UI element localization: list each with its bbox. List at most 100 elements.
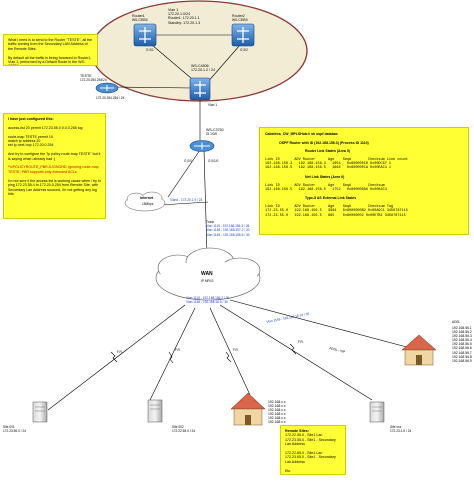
site002-label: Site 002 172.22.55.0 / 24: [172, 425, 195, 433]
branch-ip-list: 192.168.x.x 192.168.x.x 192.168.x.x 192.…: [268, 400, 286, 425]
note-config-line: match ip address 20: [8, 139, 41, 144]
trunk-vlan-1148: Vlan 1148 - 192.168.197.2 / 30: [206, 228, 250, 233]
adsl-house-icon: [401, 334, 437, 366]
core-model: WS-C4506: [191, 64, 209, 68]
link-wan-site002: [149, 307, 196, 401]
hub-port-0: G 0/0: [184, 159, 192, 163]
cli-net-row: 192.168.156.5 192.168.156.5 1752 0x80000…: [265, 187, 387, 192]
note-config-line: access-list 20 permit 172.23.55.0 0.0.0.…: [8, 125, 83, 130]
internet-speed: 15Mbps: [142, 202, 154, 206]
hsrp-label: Vlan 1 172.20.1.0/24 Router1: 172.20.1.1…: [168, 8, 200, 25]
router2-switch-icon: [231, 23, 255, 47]
note-config-line: route-map TESTE permit 10: [8, 134, 53, 139]
wan-cloud-icon: [155, 247, 261, 301]
router2-name: Router2: [232, 14, 245, 18]
trunk-title: Trunk: [206, 220, 215, 224]
adsl-ip: 192.168.56.8: [452, 354, 472, 359]
hub-model: WS-C3750: [206, 128, 224, 132]
site001-server-icon: [32, 401, 48, 423]
site002-net: 172.22.55.0 / 24: [172, 429, 196, 434]
hsrp-standby-ip: Standby: 172.20.1.3: [168, 20, 201, 25]
note-top-left-line: By default all the traffic is being forw…: [8, 55, 92, 65]
branch-ip: 192.168.x.x: [268, 404, 286, 409]
site001-name: Site 001: [3, 425, 15, 429]
site001-net: 172.23.55.0 / 24: [3, 429, 27, 434]
sitexxx-label: Site xxx 172.23.1.5 / 24: [390, 425, 411, 433]
cli-ext-row: 172.23.55.0 192.168.156.5 3964 0x8000000…: [265, 209, 408, 214]
note-config-line: i'm not sure if the access-list is worki…: [8, 178, 101, 196]
note-top-left: What i need is to send to the Router "TE…: [3, 34, 98, 66]
trunk-vlan-1115: Vlan 1115 - 192.168.156.3 / 28: [206, 224, 250, 229]
note-config: I have just configured this: access-list…: [3, 113, 106, 219]
fr-zigzag-3: [225, 351, 232, 363]
site002-name: Site 002: [172, 425, 184, 429]
adsl-ip-list: 192.168.56.1 192.168.56.2 192.168.56.3 1…: [452, 326, 472, 363]
note-remote-sites: Remote Sites: 172.22.55.0 - Site1 Lan 17…: [280, 425, 346, 475]
note-remote-line: Etc.: [285, 468, 292, 473]
note-top-left-line: What i need is to send to the Router "TE…: [8, 38, 93, 51]
hsrp-vlan: Vlan 1: [168, 8, 179, 12]
trunk-label: Trunk Vlan 1115 - 192.168.156.3 / 28 Vla…: [206, 220, 250, 237]
cli-ext-title: Type-5 AS External Link States: [305, 196, 357, 201]
teste-ip: 172.20.254.254/24: [80, 78, 107, 83]
link-teste-core: [114, 86, 193, 89]
note-config-line: set ip next-hop 172.20.0.254: [8, 143, 54, 148]
cli-router-cols: Link ID ADV Router Age Seq# Checksum Lin…: [265, 157, 408, 162]
fr-zigzag-2: [168, 351, 174, 364]
link-wan-adsl: [229, 299, 419, 351]
wan-vlan-1115: Vlan 1115 - 192.168.156.2 / 30: [186, 296, 230, 300]
adsl-ip: 192.168.56.7: [452, 350, 472, 355]
fr-zigzag-4: [289, 343, 297, 355]
cli-router-row: 192.168.156.3 192.168.156.3 1654 0x80000…: [265, 162, 392, 167]
fr-label-4: F.R.: [298, 340, 304, 344]
site001-label: Site 001 172.23.55.0 / 24: [3, 425, 26, 433]
teste-router-icon: [95, 82, 119, 94]
hub-interface: Gi 1/0/0: [206, 132, 218, 137]
internet-label: Internet: [140, 196, 154, 200]
note-config-line: And try to configure the "ip policy rout…: [8, 152, 101, 161]
link-wan-site001: [47, 304, 186, 411]
ospf-database-output: Cabeleira_CW_MPLSHub:# sh ospf databas O…: [259, 127, 469, 235]
teste-label: TESTE 172.20.254.254/24: [80, 74, 107, 82]
router1-model: WS-C3550: [132, 18, 148, 23]
note-config-title: I have just configured this:: [8, 117, 54, 121]
branch-ip: 192.168.x.x: [268, 416, 286, 421]
r1-port-label: G 0/1: [146, 48, 154, 52]
link-r2-core: [205, 44, 241, 85]
note-remote-line: 172.23.55.0 - Site1 - Secondary Lan Addr…: [285, 437, 336, 447]
cli-net-title: Net Link States (Area 0): [305, 174, 345, 179]
note-remote-line: 172.22.65.0 - Site1 Lan: [285, 451, 323, 456]
hub-router-icon: [189, 140, 215, 152]
fr-label-1: F.R.: [117, 350, 123, 354]
branch-ip: 192.168.x.x: [268, 400, 286, 404]
note-remote-line: 172.22.55.0 - Site1 Lan: [285, 433, 323, 438]
cli-router-row: 192.168.156.5 192.168.156.5 1664 0x80000…: [265, 166, 392, 171]
router1-switch-icon: [133, 23, 157, 47]
link-hub-internet: [167, 149, 201, 198]
internet-cloud-icon: [124, 191, 166, 212]
hub-port-1: G 0/1/0: [208, 159, 219, 163]
cli-ext-row: 172.24.55.0 192.168.156.5 665 0x80000002…: [265, 213, 406, 218]
router2-label: Router2 WS-C3550: [232, 14, 248, 22]
core-ip: 172.20.1.2 / 24: [191, 68, 215, 73]
sitexxx-net: 172.23.1.5 / 24: [390, 429, 412, 434]
router1-label: Router1 WS-C3550: [132, 14, 148, 22]
note-remote-title: Remote Sites:: [285, 429, 309, 433]
internet-link-label: Vlan4 - 172.20.1.9 / 23: [170, 198, 203, 202]
wan-vlans-label: Vlan 1115 - 192.168.156.2 / 30 Vlan 1148…: [186, 296, 229, 304]
router2-model: WS-C3550: [232, 18, 248, 23]
wan-label: WAN: [201, 271, 213, 277]
trunk-vlan-1149: Vlan 1149 - 192.168.156.5 / 30: [206, 232, 250, 237]
wan-vlan-1148: Vlan 1148 - 192.168.16.9 / 30: [186, 300, 228, 305]
adsl-ip: 192.168.56.2: [452, 330, 472, 335]
hub-router-label: WS-C3750 Gi 1/0/0: [206, 128, 224, 136]
site002-server-icon: [147, 399, 163, 423]
cli-ext-cols: Link ID ADV Router Age Seq# Checksum Tag: [265, 205, 394, 210]
teste-net-label: 172.20.254.254 / 24: [96, 96, 125, 100]
link-wan-branch: [209, 307, 251, 396]
sitexxx-server-icon: [369, 401, 385, 423]
adsl-ip: 192.168.56.6: [452, 346, 472, 351]
teste-name: TESTE: [80, 74, 92, 78]
branch-house-icon: [230, 392, 266, 426]
branch-ip: 192.168.x.x: [268, 408, 286, 413]
